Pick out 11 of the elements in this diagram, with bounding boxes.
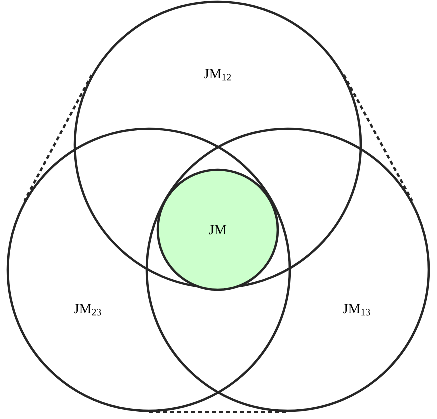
circle (156, 168, 280, 292)
tangent-line (343, 74, 414, 202)
circle (6, 128, 292, 412)
tangent-line (149, 410, 288, 414)
circle (74, 0, 362, 290)
region-label: JM (209, 225, 227, 235)
region-label: JM$_{13}$ (343, 304, 370, 316)
region-label: JM$_{12}$ (204, 69, 232, 81)
circle (146, 128, 430, 412)
tangent-line (24, 74, 93, 202)
region-label: JM$_{23}$ (74, 304, 102, 316)
